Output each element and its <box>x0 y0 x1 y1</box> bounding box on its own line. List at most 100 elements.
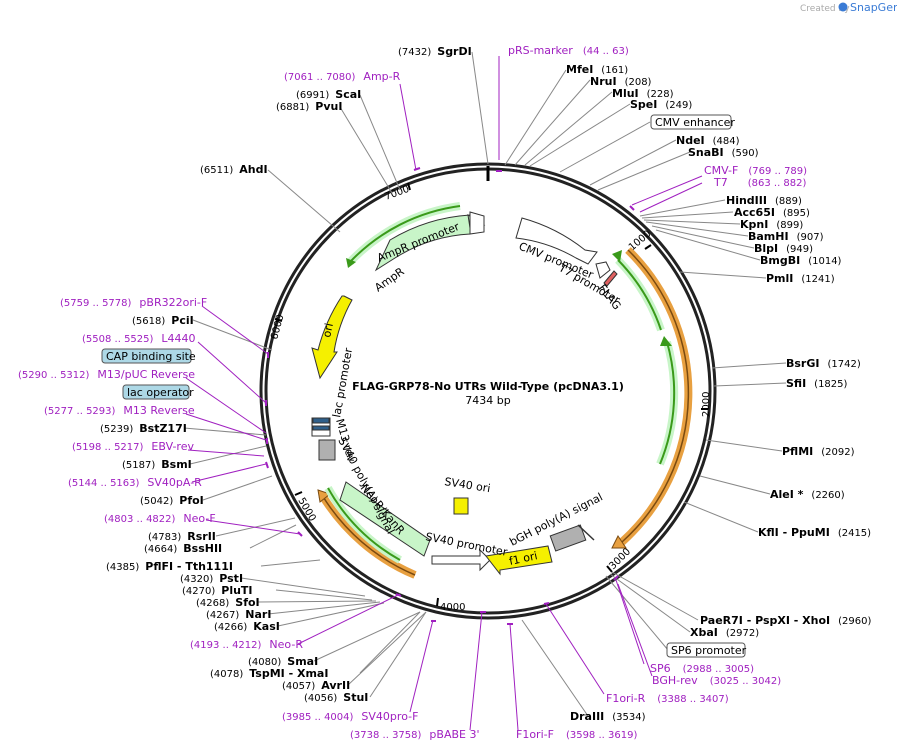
primer-leader-ebv-rev <box>187 449 265 457</box>
enzyme-kasi[interactable]: (4266)KasI <box>214 620 280 633</box>
primer-sv40pa-r[interactable]: (5144 .. 5163)SV40pA-R <box>68 476 202 489</box>
enzyme-bmgbi[interactable]: BmgBI(1014) <box>760 254 842 267</box>
enzyme-tspmi-xmai[interactable]: (4078)TspMI - XmaI <box>210 667 328 680</box>
ori-feature <box>311 295 353 380</box>
enzyme-snabi[interactable]: SnaBI(590) <box>688 146 759 159</box>
primer-sv40pro-f[interactable]: (3985 .. 4004)SV40pro-F <box>282 710 418 723</box>
enzyme-pos: (4078) <box>210 669 243 680</box>
cmv-enhancer-box <box>650 114 732 130</box>
enzyme-pluti[interactable]: (4270)PluTI <box>182 584 253 597</box>
primer-neo-r[interactable]: (4193 .. 4212)Neo-R <box>190 638 303 651</box>
enzyme-sfoi[interactable]: (4268)SfoI <box>196 596 260 609</box>
primer-ebv-rev[interactable]: (5198 .. 5217)EBV-rev <box>72 440 194 453</box>
primer-mark-sv40pa-r <box>265 461 269 469</box>
enzyme-ndei[interactable]: NdeI(484) <box>676 134 740 147</box>
ampr-green-arrowhead <box>346 258 356 268</box>
enzyme-pflfi-tth111i[interactable]: (4385)PflFI - Tth111I <box>106 560 233 573</box>
primer-m13-reverse[interactable]: (5277 .. 5293)M13 Reverse <box>44 404 195 417</box>
enzyme-draiii[interactable]: DraIII(3534) <box>570 710 646 723</box>
enzyme-bsshii[interactable]: (4664)BssHII <box>144 542 222 555</box>
enzyme-pvui[interactable]: (6881)PvuI <box>276 100 342 113</box>
primer-neo-f[interactable]: (4803 .. 4822)Neo-F <box>104 512 216 525</box>
enzyme-stui[interactable]: (4056)StuI <box>304 691 368 704</box>
enzyme-scai[interactable]: (6991)ScaI <box>296 88 361 101</box>
enzyme-pos: (895) <box>783 208 810 219</box>
enzyme-bstz17i[interactable]: (5239)BstZ17I <box>100 422 187 435</box>
leader-scai <box>359 94 401 191</box>
brand-created-by: Created by <box>800 4 850 14</box>
leader-blpi <box>651 225 755 249</box>
enzyme-smai[interactable]: (4080)SmaI <box>248 655 318 668</box>
cmv-promoter-feature <box>515 217 598 265</box>
primer-pos: (3985 .. 4004) <box>282 712 354 723</box>
leader-bamhi <box>645 221 749 237</box>
enzyme-alei[interactable]: AleI *(2260) <box>770 488 845 501</box>
label-lac-operator[interactable]: lac operator <box>127 386 194 399</box>
primer-pos: (5198 .. 5217) <box>72 442 144 453</box>
enzyme-pfoi[interactable]: (5042)PfoI <box>140 494 204 507</box>
enzyme-ahdi[interactable]: (6511)AhdI <box>200 163 268 176</box>
cap-binding-site-feature <box>312 425 330 431</box>
primer-m13-puc-reverse[interactable]: (5290 .. 5312)M13/pUC Reverse <box>18 368 195 381</box>
primer-l4440[interactable]: (5508 .. 5525)L4440 <box>82 332 196 345</box>
label-cap-binding-site[interactable]: CAP binding site <box>106 350 196 363</box>
primer-pbr322ori-f[interactable]: (5759 .. 5778)pBR322ori-F <box>60 296 207 309</box>
enzyme-name: NdeI <box>676 134 705 147</box>
enzyme-blpi[interactable]: BlpI(949) <box>754 242 813 255</box>
enzyme-nrui[interactable]: NruI(208) <box>590 75 652 88</box>
leader-pcii <box>192 319 273 351</box>
enzyme-bsmi[interactable]: (5187)BsmI <box>122 458 192 471</box>
primer-prs-marker[interactable]: pRS-marker(44 .. 63) <box>508 44 629 57</box>
enzyme-sgrdi[interactable]: (7432)SgrDI <box>398 45 472 58</box>
primer-f1ori-r[interactable]: F1ori-R(3388 .. 3407) <box>606 692 729 705</box>
enzyme-xbai[interactable]: XbaI(2972) <box>690 626 759 639</box>
primer-t7[interactable]: T7(863 .. 882) <box>713 176 807 189</box>
primer-markers <box>265 167 635 625</box>
enzyme-name: SnaBI <box>688 146 724 159</box>
primer-pos: (4193 .. 4212) <box>190 640 262 651</box>
enzyme-name: RsrII <box>187 530 216 543</box>
primer-pbabe-3[interactable]: (3738 .. 3758)pBABE 3' <box>350 728 480 741</box>
enzyme-rsrii[interactable]: (4783) RsrII <box>148 530 216 543</box>
label-cmv-enhancer[interactable]: CMV enhancer <box>655 116 735 129</box>
enzyme-paer7i-pspxi-xhoi[interactable]: PaeR7I - PspXI - XhoI(2960) <box>700 614 872 627</box>
primer-pos: (3598 .. 3619) <box>566 730 638 741</box>
enzyme-sfii[interactable]: SfiI(1825) <box>786 377 848 390</box>
enzyme-pos: (2415) <box>838 528 871 539</box>
enzyme-pcii[interactable]: (5618)PciI <box>132 314 194 327</box>
xbai-site-mark <box>577 524 595 541</box>
enzyme-pos: (899) <box>776 220 803 231</box>
enzyme-kpni[interactable]: KpnI(899) <box>740 218 803 231</box>
enzyme-avrii[interactable]: (4057)AvrII <box>282 679 350 692</box>
primer-bgh-rev[interactable]: BGH-rev(3025 .. 3042) <box>652 674 781 687</box>
enzyme-acc65i[interactable]: Acc65I (895) <box>734 206 810 219</box>
enzyme-mlui[interactable]: MluI(228) <box>612 87 674 100</box>
primer-f1ori-f[interactable]: F1ori-F(3598 .. 3619) <box>516 728 637 741</box>
enzyme-pmli[interactable]: PmlI(1241) <box>766 272 835 285</box>
enzyme-kfli-ppumi[interactable]: KflI - PpuMI(2415) <box>758 526 871 539</box>
enzyme-bamhi[interactable]: BamHI(907) <box>748 230 824 243</box>
label-sp6-promoter[interactable]: SP6 promoter <box>671 644 747 657</box>
enzyme-pos: (4664) <box>144 544 177 555</box>
enzyme-mfei[interactable]: MfeI(161) <box>566 63 628 76</box>
enzyme-name: BsrGI <box>786 357 819 370</box>
enzyme-spei[interactable]: SpeI(249) <box>630 98 692 111</box>
enzyme-nari[interactable]: (4267)NarI <box>206 608 271 621</box>
enzyme-name: SgrDI <box>437 45 471 58</box>
enzyme-name: Acc65I <box>734 206 775 219</box>
primer-pos: (4803 .. 4822) <box>104 514 176 525</box>
primer-sp6[interactable]: SP6(2988 .. 3005) <box>650 662 754 675</box>
tick-mark-6000 <box>274 318 283 322</box>
enzyme-pos: (4783) <box>148 532 181 543</box>
primer-amp-r[interactable]: (7061 .. 7080)Amp-R <box>284 70 401 83</box>
enzyme-psti[interactable]: (4320)PstI <box>180 572 243 585</box>
enzyme-hindiii[interactable]: HindIII(889) <box>726 194 802 207</box>
leader-kasi <box>277 602 385 627</box>
snapgene-logo-icon <box>838 2 848 12</box>
enzyme-bsrgi[interactable]: BsrGI(1742) <box>786 357 861 370</box>
flag-region-green-arc <box>615 257 665 332</box>
enzyme-pos: (1825) <box>814 379 847 390</box>
enzyme-pflmi[interactable]: PflMI(2092) <box>782 445 855 458</box>
primer-cmv-f[interactable]: CMV-F(769 .. 789) <box>704 164 807 177</box>
enzyme-name: AleI * <box>770 488 804 501</box>
